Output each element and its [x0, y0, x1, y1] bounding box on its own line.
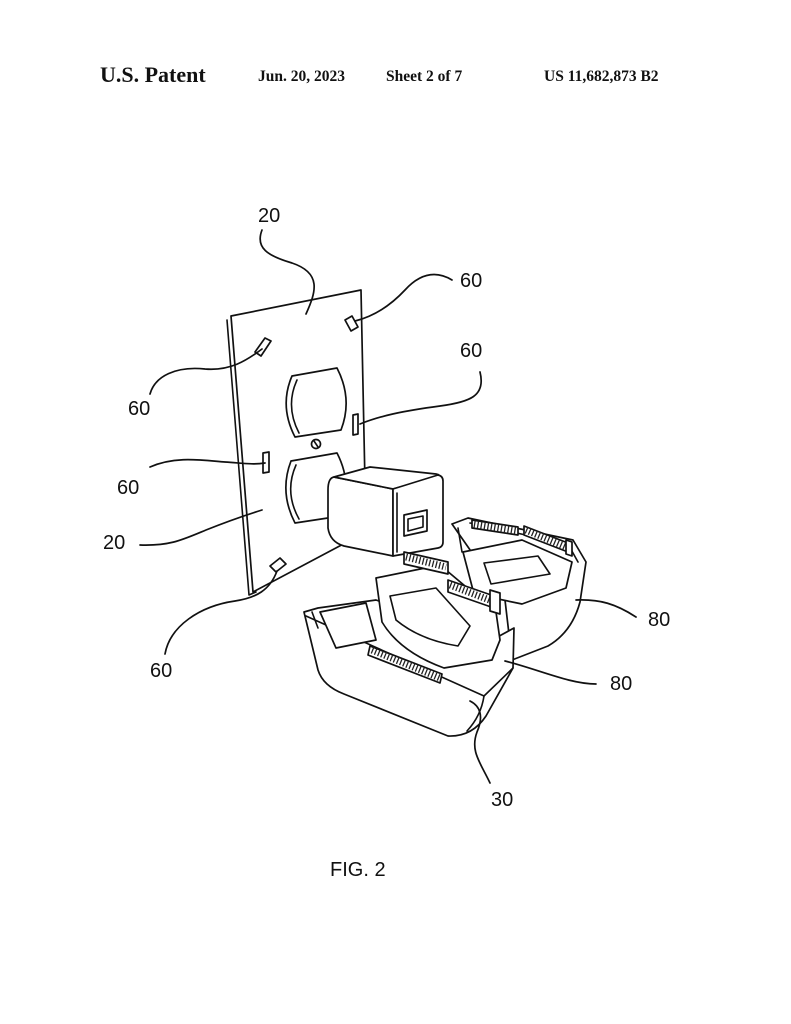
ref-numeral-tab: 60	[117, 477, 139, 499]
ref-numeral-plate: 20	[258, 205, 280, 227]
leader-lines	[139, 229, 637, 784]
leader-line	[354, 273, 453, 322]
tray-rear-compartment	[451, 517, 587, 661]
leader-line	[149, 458, 266, 468]
patent-header: U.S. Patent Jun. 20, 2023 Sheet 2 of 7 U…	[100, 62, 659, 87]
front-comb-base	[367, 645, 443, 684]
header-date: Jun. 20, 2023	[258, 68, 345, 85]
header-patent-number: US 11,682,873 B2	[544, 68, 659, 85]
usb-port-inner	[407, 515, 424, 532]
reference-numerals: 20 60 60 60 60 20 60 80 80 30	[103, 205, 670, 811]
plate-screw-slot	[313, 440, 319, 448]
rear-comb-end-post	[565, 539, 573, 557]
wall-plate-assembly	[226, 289, 367, 596]
front-comb-ridges	[370, 646, 442, 682]
outlet-opening-upper-bevel	[290, 379, 300, 434]
tray-front-compartment	[303, 551, 515, 737]
leader-line	[469, 700, 491, 784]
ref-numeral-tab: 60	[150, 660, 172, 682]
leader-line	[575, 599, 637, 618]
plate-tab	[262, 451, 270, 474]
front-card-window	[389, 587, 471, 647]
ref-numeral-tab: 60	[128, 398, 150, 420]
front-compartment-corner	[466, 695, 485, 732]
leader-line	[149, 348, 263, 395]
rear-comb-ridges-1	[473, 520, 517, 535]
leader-line	[139, 509, 263, 546]
plate-tab	[344, 315, 359, 332]
leader-line	[259, 229, 315, 315]
ref-numeral-card: 80	[610, 673, 632, 695]
wall-plate-thickness-edge	[226, 319, 257, 596]
outlet-opening-lower-bevel	[289, 464, 300, 520]
header-sheet: Sheet 2 of 7	[386, 68, 462, 85]
front-side-plate	[319, 602, 377, 649]
leader-line	[164, 570, 278, 655]
ref-numeral-tray: 30	[491, 789, 513, 811]
ref-numeral-plate: 20	[103, 532, 125, 554]
front-compartment-rim-inner	[311, 611, 319, 629]
figure-caption: FIG. 2	[330, 859, 386, 881]
header-title: U.S. Patent	[100, 62, 206, 87]
usb-charger	[327, 466, 444, 557]
upper-comb-ridges	[405, 553, 447, 571]
ref-numeral-tab: 60	[460, 340, 482, 362]
rear-card-window	[483, 555, 551, 585]
plate-tab	[269, 557, 287, 573]
standing-comb-ridges	[448, 581, 494, 605]
leader-line	[504, 660, 597, 685]
rear-comb-ridges-2	[524, 526, 568, 551]
leader-line	[359, 371, 483, 425]
charger-side-face	[327, 476, 394, 557]
plate-tab	[352, 413, 359, 436]
ref-numeral-tab: 60	[460, 270, 482, 292]
standing-comb-post	[489, 589, 501, 615]
ref-numeral-card: 80	[648, 609, 670, 631]
outlet-opening-upper	[285, 367, 347, 438]
